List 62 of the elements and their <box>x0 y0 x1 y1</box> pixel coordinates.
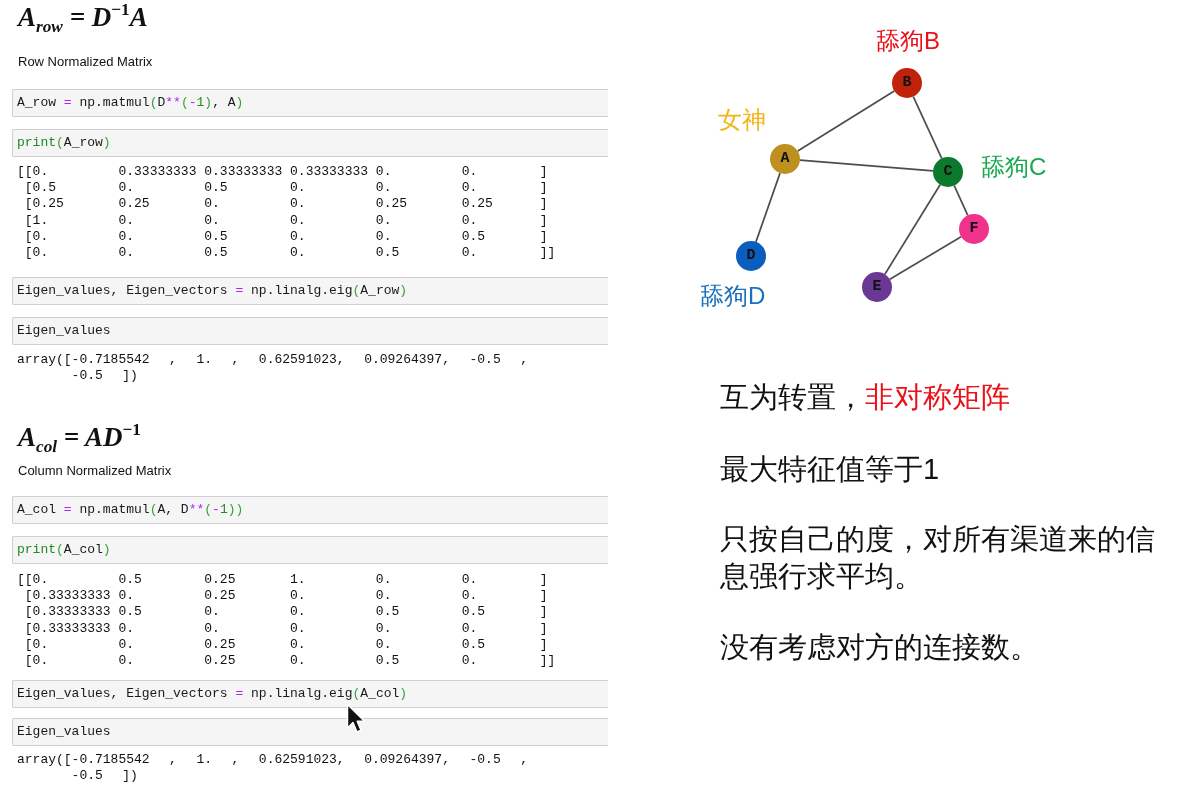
graph-edge <box>953 184 969 217</box>
matrix-output-row-text: [0.5 0. 0.5 0. 0. 0. ] <box>23 180 548 197</box>
code-text: Eigen_values <box>17 323 111 339</box>
node-caption: 舔狗D <box>700 282 766 310</box>
code-text: Eigen_values, Eigen_vectors = np.linalg.eig(A_col) <box>17 686 408 702</box>
note-text: 只按自己的度，对所有渠道来的信息强行求平均。 <box>720 522 1156 594</box>
graph-node-circle <box>892 68 922 98</box>
code-cell <box>12 89 608 117</box>
matrix-output-row-text: [0.25 0.25 0. 0. 0.25 0.25 ] <box>23 196 548 213</box>
code-text: print(A_row) <box>17 135 111 151</box>
array-output-text: array([-0.7185542 , 1. , 0.62591023, 0.09264397, -0.5 , -0.5 ]) <box>17 752 529 784</box>
graph-edge <box>799 159 934 172</box>
matrix-output-row-text: [1. 0. 0. 0. 0. 0. ] <box>23 212 548 229</box>
graph-edge <box>912 95 943 160</box>
code-text: Eigen_values <box>17 724 111 740</box>
matrix-output-row-text: [0.33333333 0.5 0. 0. 0.5 0.5 ] <box>23 604 548 621</box>
node-caption: 舔狗B <box>876 27 940 55</box>
code-text: A_col = np.matmul(A, D**(-1)) <box>17 502 244 518</box>
note-text: 没有考虑对方的连接数。 <box>720 630 1039 665</box>
graph-node-circle <box>933 157 963 187</box>
code-cell <box>12 536 608 564</box>
math-formula: A$_{col}$ = AD$^{−1}$ <box>18 420 141 454</box>
graph-edge <box>889 235 962 281</box>
matrix-output-row-text: [0. 0. 0.25 0. 0. 0.5 ] <box>23 636 548 653</box>
graph-node-circle <box>862 272 892 302</box>
section-caption: Column Normalized Matrix <box>18 463 172 479</box>
code-text: Eigen_values, Eigen_vectors = np.linalg.eig(A_row) <box>17 283 408 299</box>
note-text: 最大特征值等于1 <box>720 452 940 487</box>
graph-node-circle <box>736 241 766 271</box>
graph-node-circle <box>959 214 989 244</box>
node-caption: 舔狗C <box>981 153 1047 181</box>
note-text: 非对称矩阵 <box>865 380 1010 415</box>
matrix-output-row-text: [0. 0. 0.5 0. 0.5 0. ]] <box>23 245 556 261</box>
node-letter: C <box>943 164 953 180</box>
matrix-output-row-text: [0.33333333 0. 0. 0. 0. 0. ] <box>23 620 548 637</box>
graph-edge <box>884 183 941 276</box>
node-letter: B <box>902 75 912 91</box>
node-letter: D <box>746 248 756 264</box>
array-output-text: array([-0.7185542 , 1. , 0.62591023, 0.09264397, -0.5 , -0.5 ]) <box>17 352 529 384</box>
code-cell <box>12 680 608 708</box>
code-cell <box>12 718 608 746</box>
graph-edge <box>755 172 781 243</box>
node-letter: E <box>872 279 882 295</box>
code-cell <box>12 277 608 305</box>
math-formula: A$_{row}$ = D$^{−1}$A <box>18 0 148 34</box>
node-caption: 女神 <box>718 106 766 134</box>
matrix-output-row-text: [0.33333333 0. 0.25 0. 0. 0. ] <box>23 588 548 605</box>
note-text: 互为转置， <box>720 380 865 415</box>
graph-edge <box>796 90 896 152</box>
code-text: print(A_col) <box>17 542 111 558</box>
node-letter: F <box>969 221 979 237</box>
section-caption: Row Normalized Matrix <box>18 54 153 70</box>
graph-node-circle <box>770 144 800 174</box>
matrix-output-row: [[0. 0.33333333 0.33333333 0.33333333 0. 0. ] <box>17 164 548 180</box>
matrix-output-row-text: [0. 0. 0.25 0. 0.5 0. ]] <box>23 653 556 669</box>
code-cell <box>12 317 608 345</box>
code-text: A_row = np.matmul(D**(-1), A) <box>17 95 244 111</box>
code-cell <box>12 129 608 157</box>
matrix-output-row: [[0. 0.5 0.25 1. 0. 0. ] <box>17 572 548 588</box>
node-letter: A <box>780 151 790 167</box>
code-cell <box>12 496 608 524</box>
matrix-output-row-text: [0. 0. 0.5 0. 0. 0.5 ] <box>23 228 548 245</box>
